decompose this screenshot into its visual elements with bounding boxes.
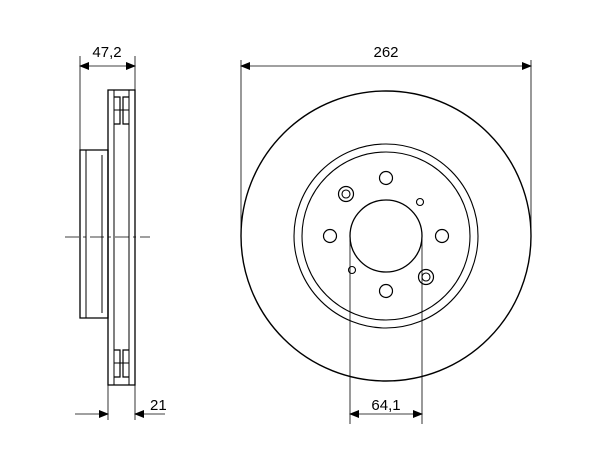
centering-bore: [349, 199, 423, 273]
hat-outer-circle: [293, 143, 479, 329]
hub-hat-section: [79, 149, 109, 319]
diameter-label: 262: [373, 44, 398, 61]
bolt-hole-icon: [378, 283, 394, 299]
locating-hole-icon: [415, 197, 425, 207]
bolt-hole-icon: [434, 228, 450, 244]
front-view: 262 64,1: [240, 44, 532, 424]
screw-hole-icon: [337, 185, 355, 203]
bolt-hole-icon: [322, 228, 338, 244]
hat-inner-circle: [301, 151, 471, 321]
locating-hole-icon: [347, 265, 357, 275]
disc-outer-edge: [240, 90, 532, 382]
min-thickness-label: 21: [150, 397, 167, 414]
side-view: 47,2 21: [65, 44, 167, 420]
bore-diameter-label: 64,1: [371, 397, 400, 414]
screw-hole-icon: [417, 268, 435, 286]
friction-ring-section: [107, 89, 136, 386]
bolt-hole-icon: [378, 170, 394, 186]
overall-thickness-label: 47,2: [92, 44, 121, 61]
